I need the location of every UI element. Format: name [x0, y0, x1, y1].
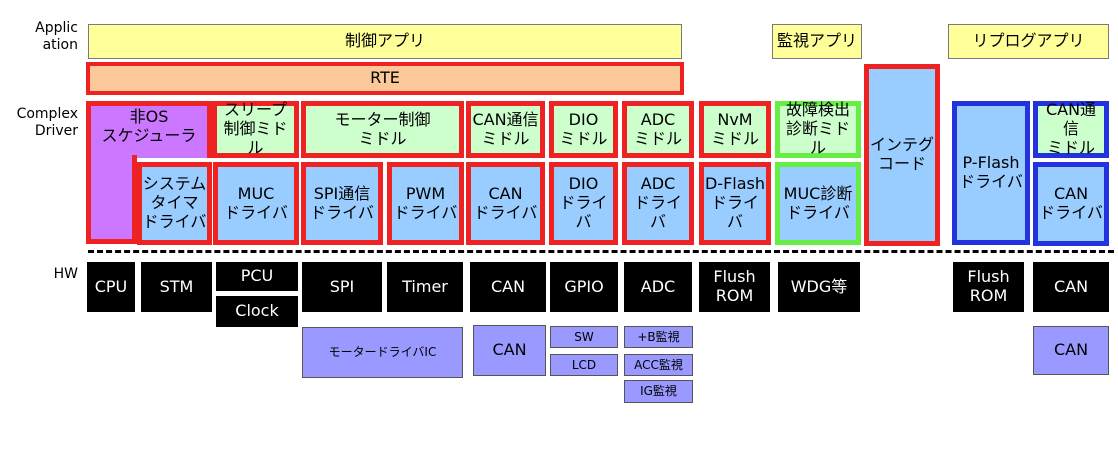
- label-application: Applic ation: [35, 20, 78, 53]
- hw-spi: SPI: [302, 262, 382, 312]
- hw-can: CAN: [470, 262, 546, 312]
- driver-muc-diag: MUC診断 ドライバ: [775, 162, 861, 245]
- middleware-dio: DIO ミドル: [549, 101, 618, 158]
- rte-layer: RTE: [86, 62, 684, 95]
- middleware-motor: モーター制御 ミドル: [301, 101, 464, 158]
- middleware-can-reprog: CAN通信 ミドル: [1033, 100, 1109, 158]
- app-monitor: 監視アプリ: [772, 24, 862, 59]
- peripheral-acc-monitor: ACC監視: [624, 354, 693, 376]
- hw-clock: Clock: [216, 296, 298, 327]
- driver-pflash: P-Flash ドライバ: [952, 101, 1030, 245]
- peripheral-b-monitor: +B監視: [624, 326, 693, 348]
- hw-adc: ADC: [624, 262, 692, 312]
- non-os-scheduler: 非OS スケジューラ: [86, 101, 212, 158]
- driver-can-reprog: CAN ドライバ: [1033, 162, 1109, 246]
- hw-flush-rom: Flush ROM: [699, 262, 770, 312]
- middleware-adc: ADC ミドル: [622, 101, 694, 158]
- driver-dflash: D-Flash ドライバ: [699, 162, 771, 245]
- hw-can-reprog: CAN: [1033, 262, 1109, 312]
- label-hw: HW: [53, 266, 78, 282]
- peripheral-motor-driver-ic: モータードライバIC: [302, 327, 463, 378]
- driver-spi: SPI通信 ドライバ: [301, 162, 383, 245]
- peripheral-sw: SW: [550, 326, 618, 348]
- driver-muc: MUC ドライバ: [213, 162, 299, 245]
- driver-adc: ADC ドライバ: [622, 162, 694, 245]
- app-reprog: リプログアプリ: [948, 24, 1109, 59]
- middleware-fault: 故障検出 診断ミドル: [775, 100, 861, 158]
- driver-system-timer: システム タイマ ドライバ: [137, 162, 212, 245]
- app-control: 制御アプリ: [88, 24, 682, 59]
- middleware-sleep: スリープ 制御ミドル: [212, 100, 299, 158]
- driver-dio: DIO ドライバ: [549, 162, 618, 245]
- peripheral-can: CAN: [473, 325, 546, 376]
- middleware-nvm: NvM ミドル: [699, 101, 771, 158]
- hw-cpu: CPU: [87, 262, 135, 312]
- middleware-can: CAN通信 ミドル: [466, 101, 545, 158]
- peripheral-lcd: LCD: [550, 354, 618, 376]
- hw-gpio: GPIO: [550, 262, 618, 312]
- hw-pcu: PCU: [216, 262, 298, 291]
- hw-flush-rom-reprog: Flush ROM: [953, 262, 1024, 312]
- hw-wdg: WDG等: [778, 262, 860, 312]
- label-complex-driver: Complex Driver: [16, 106, 78, 139]
- driver-can: CAN ドライバ: [466, 162, 545, 245]
- hw-boundary-line: [88, 250, 1114, 253]
- peripheral-ig-monitor: IG監視: [624, 380, 693, 403]
- hw-stm: STM: [141, 262, 212, 312]
- integ-code: インテグ コード: [864, 64, 940, 246]
- hw-timer: Timer: [387, 262, 463, 312]
- peripheral-can-reprog: CAN: [1033, 326, 1109, 375]
- non-os-scheduler-leg: [86, 155, 137, 244]
- driver-pwm: PWM ドライバ: [387, 162, 464, 245]
